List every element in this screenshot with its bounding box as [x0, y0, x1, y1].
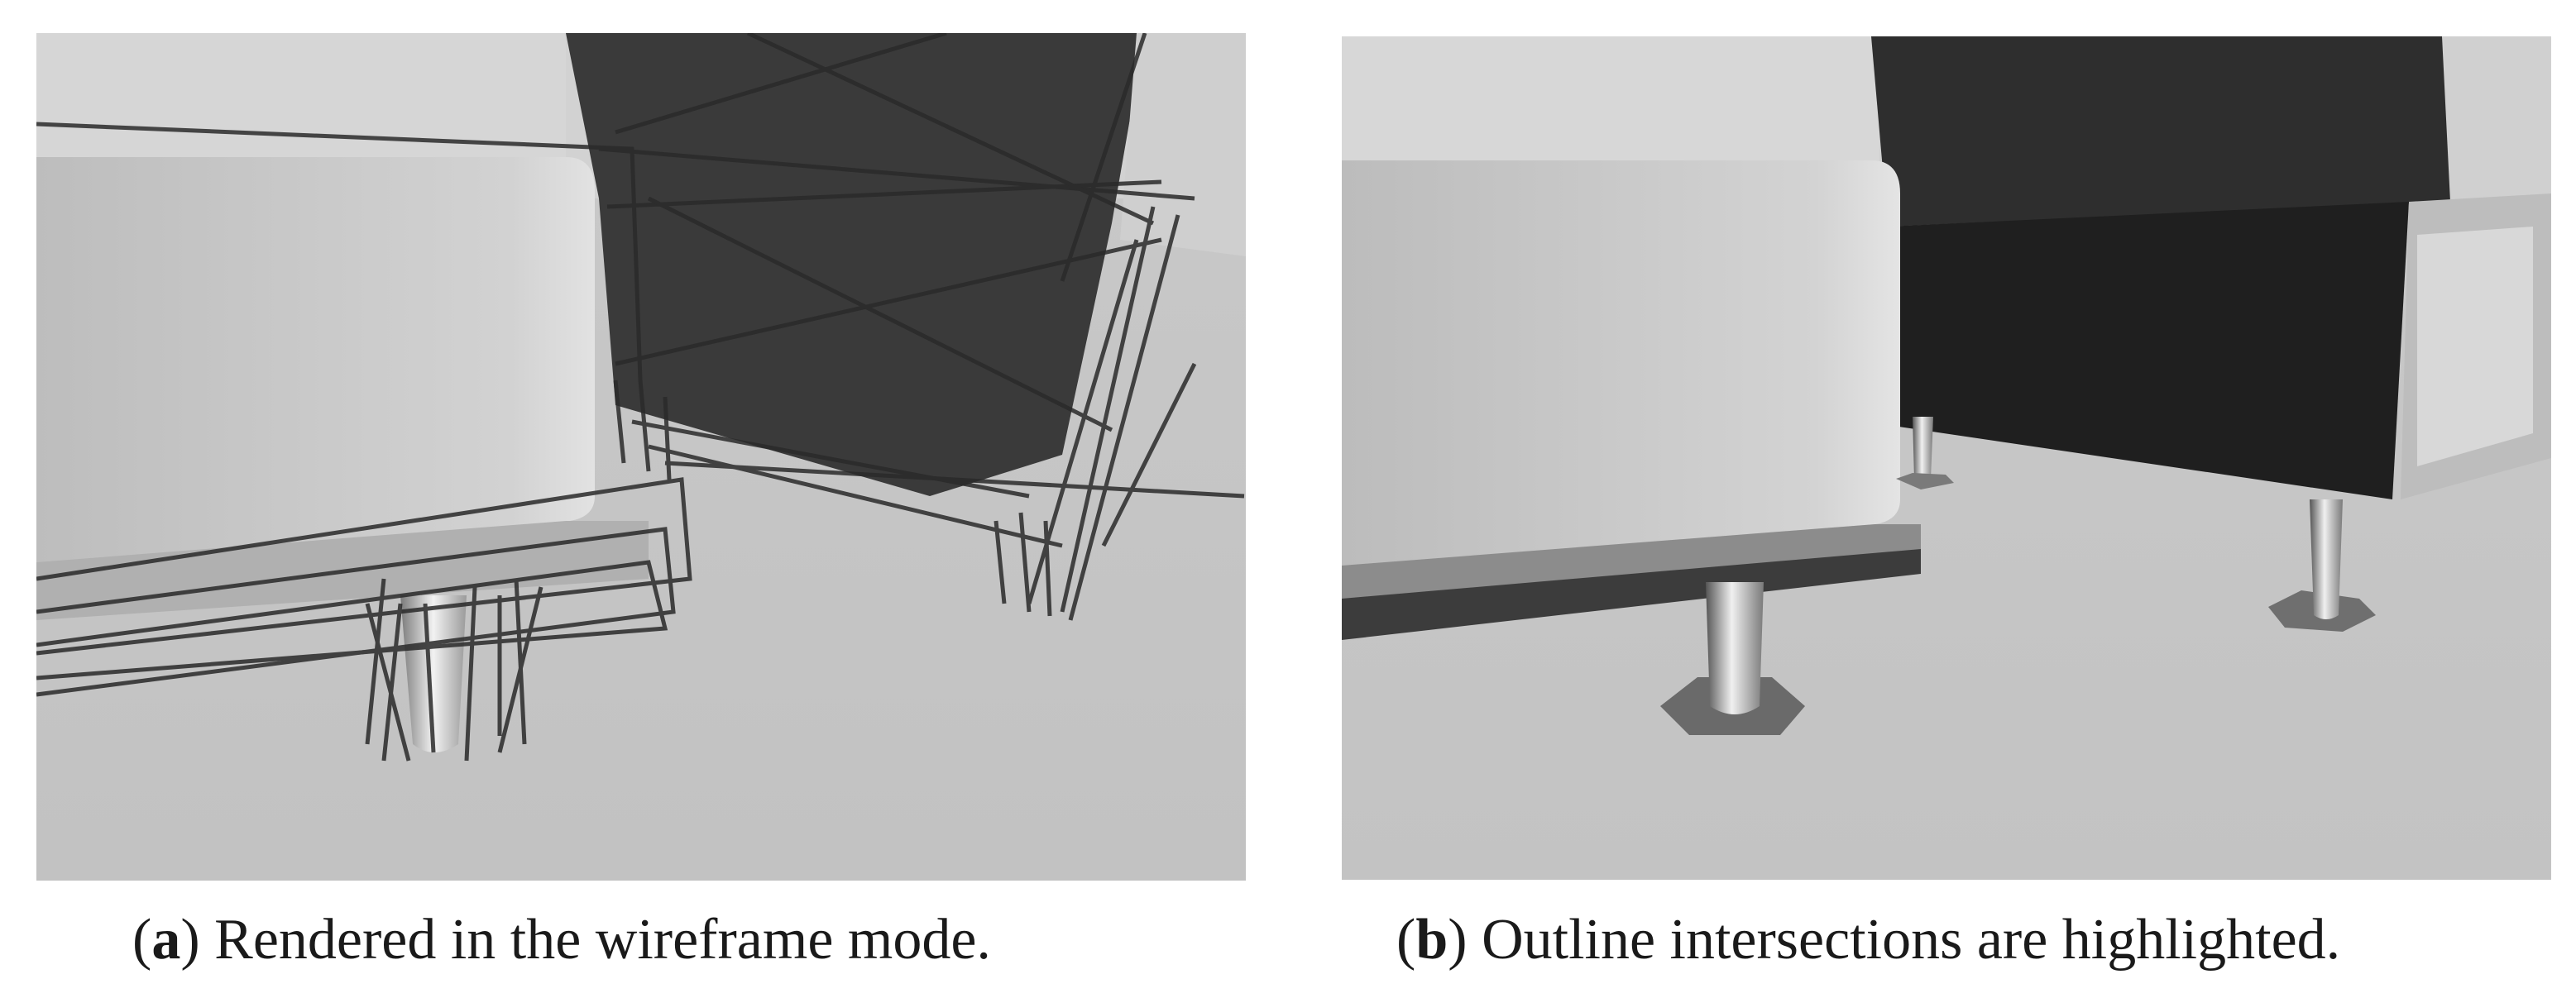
caption-b-text: Outline intersections are highlighted. [1482, 908, 2341, 972]
caption-a: (a) Rendered in the wireframe mode. [132, 908, 991, 972]
intersection-scene [1342, 36, 2551, 880]
caption-a-letter: a [151, 908, 181, 972]
panel-b-intersection-render [1342, 36, 2551, 880]
panel-a-wireframe-render [36, 33, 1246, 881]
caption-a-text: Rendered in the wireframe mode. [214, 908, 991, 972]
caption-b: (b) Outline intersections are highlighte… [1396, 908, 2341, 972]
wireframe-scene [36, 33, 1246, 881]
caption-b-letter: b [1415, 908, 1448, 972]
